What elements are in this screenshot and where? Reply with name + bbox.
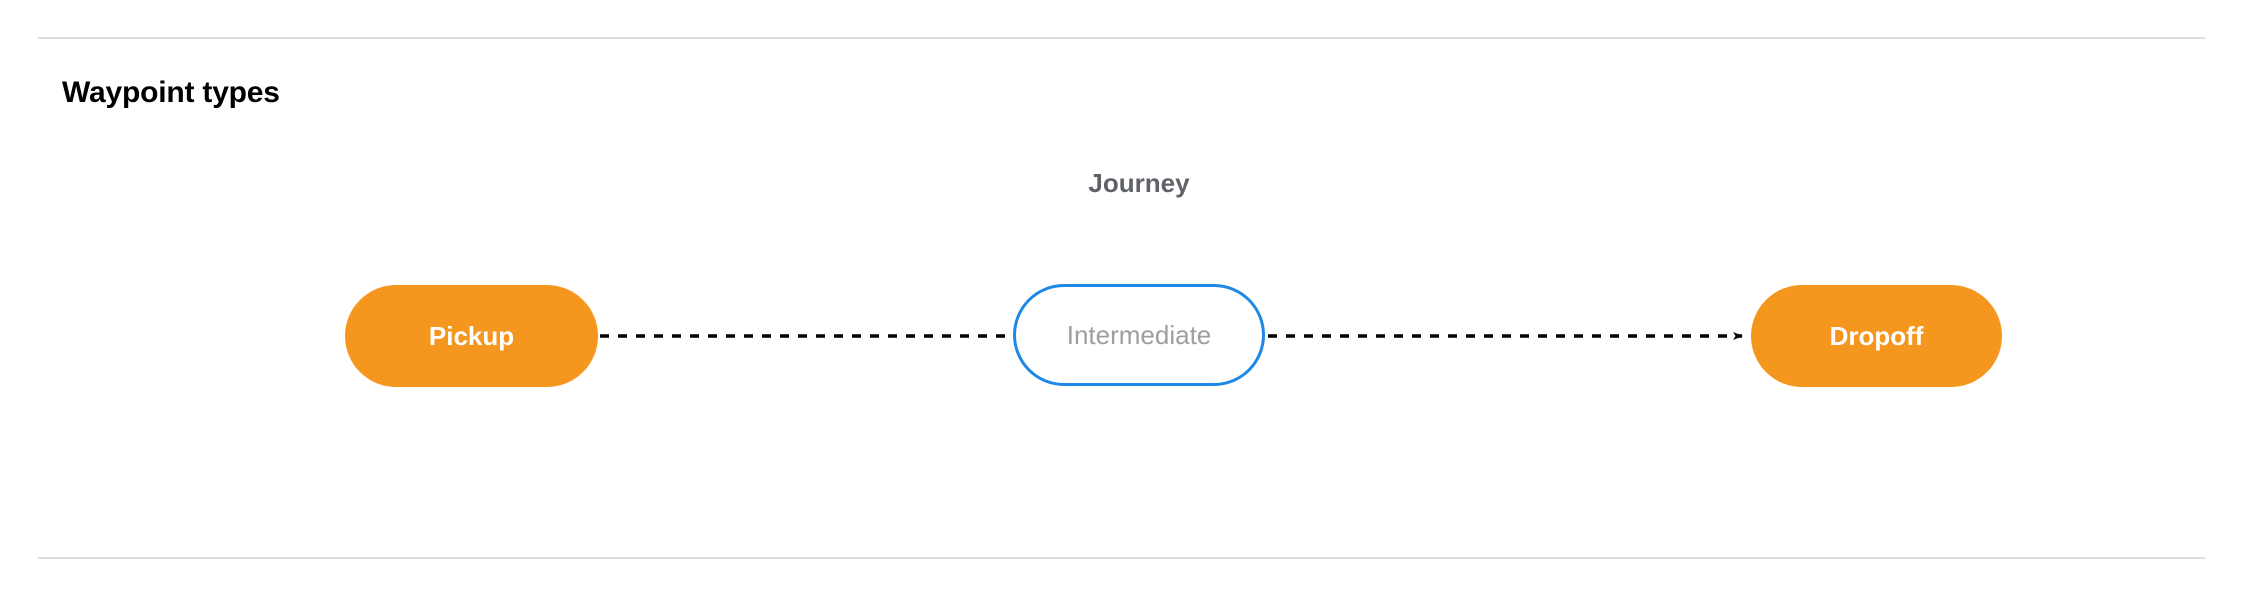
waypoint-node-pickup[interactable]: Pickup	[345, 285, 598, 387]
waypoint-node-dropoff-label: Dropoff	[1829, 320, 1924, 351]
section-divider-top	[38, 37, 2205, 39]
waypoint-node-dropoff[interactable]: Dropoff	[1751, 285, 2002, 387]
waypoint-node-pickup-label: Pickup	[428, 320, 515, 351]
waypoint-node-intermediate-label: Intermediate	[1066, 319, 1212, 350]
section-divider-bottom	[38, 557, 2205, 559]
journey-group-label: Journey	[1088, 168, 1190, 198]
waypoint-node-intermediate[interactable]: Intermediate	[1013, 284, 1265, 386]
page-title: Waypoint types	[62, 76, 280, 109]
